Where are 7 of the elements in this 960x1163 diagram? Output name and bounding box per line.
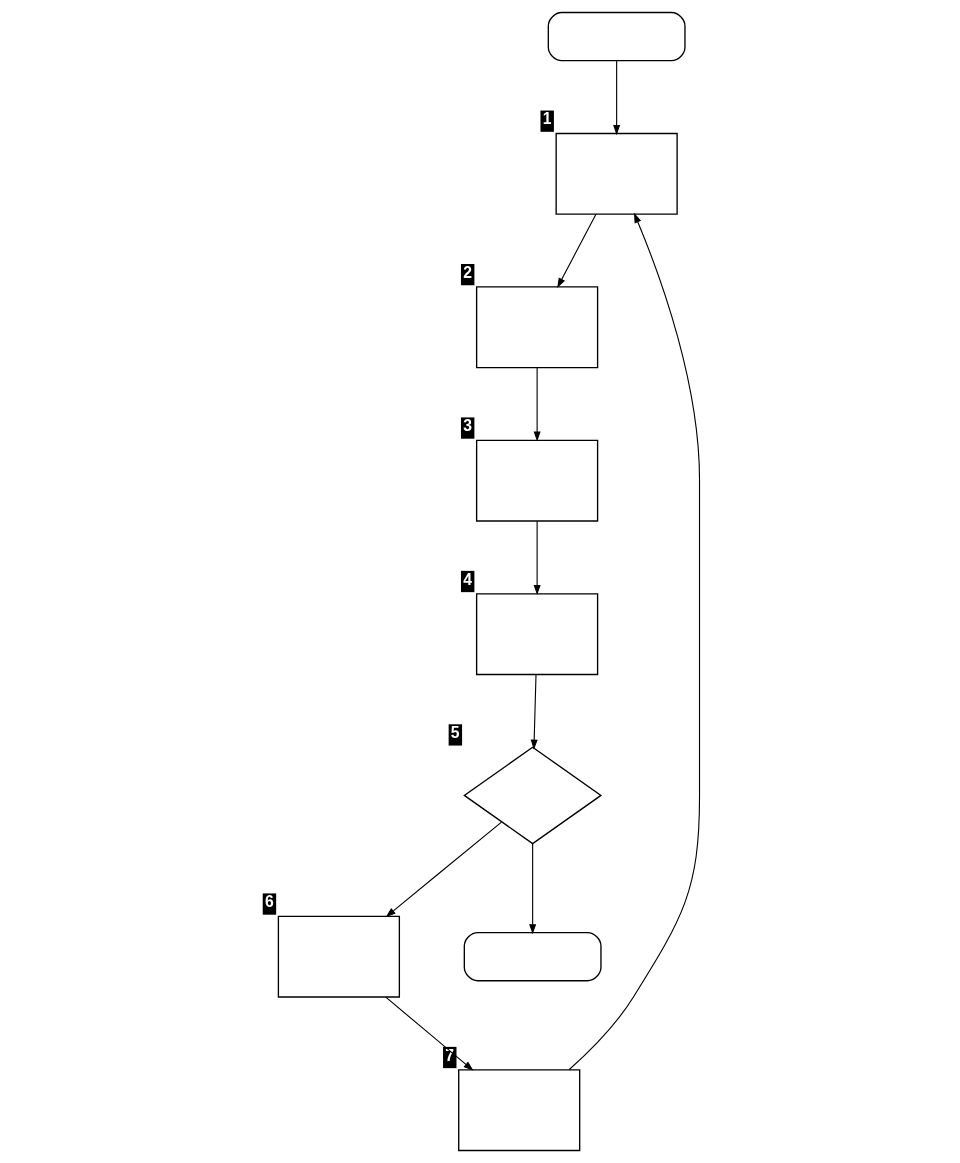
node-label: 3 xyxy=(463,417,472,435)
node-label: 6 xyxy=(264,893,274,911)
node-label: 1 xyxy=(542,110,552,128)
node-label: 4 xyxy=(463,570,472,588)
node-label: 2 xyxy=(463,263,472,281)
node-label: 5 xyxy=(450,723,460,741)
node-label: 7 xyxy=(445,1046,454,1064)
